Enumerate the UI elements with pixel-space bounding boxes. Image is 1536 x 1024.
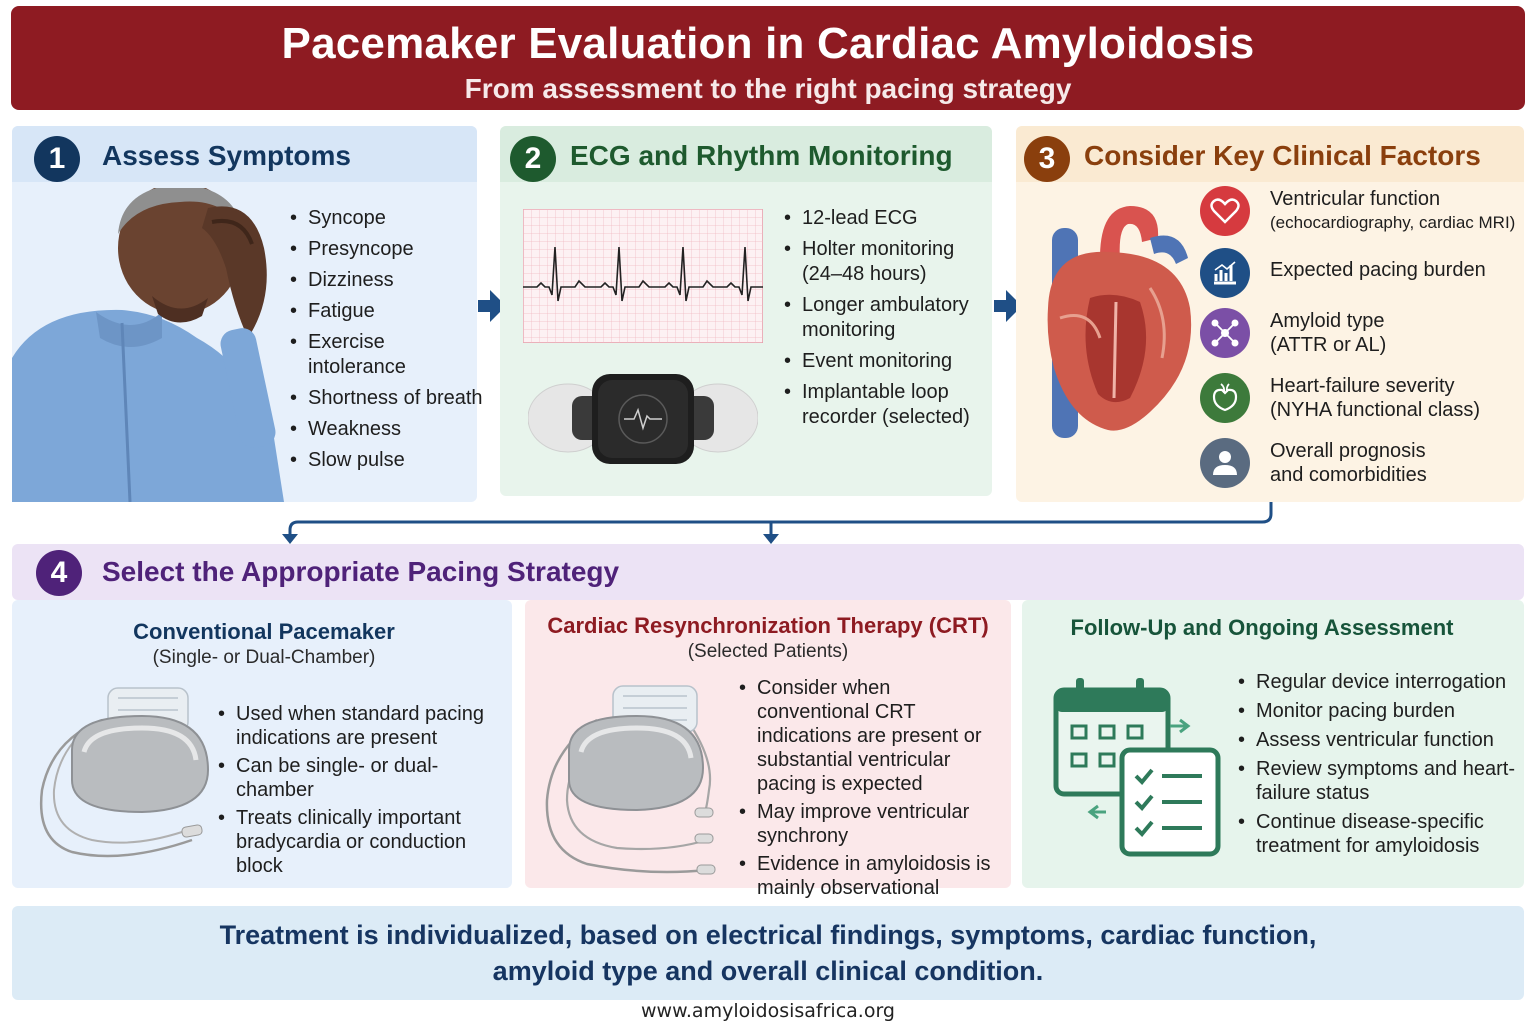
step2-panel: 2 ECG and Rhythm Monitoring 12-lead ECG …	[500, 126, 992, 496]
factor-amyloid-type: Amyloid type (ATTR or AL)	[1200, 306, 1520, 362]
page-subtitle: From assessment to the right pacing stra…	[464, 73, 1072, 104]
list-item: Weakness	[288, 417, 478, 442]
list-item: Event monitoring	[782, 349, 987, 374]
factor-label: Heart-failure severity	[1270, 375, 1455, 397]
follow-up-card: Follow-Up and Ongoing Assessment Regular…	[1022, 600, 1524, 888]
factor-label: Amyloid type	[1270, 310, 1385, 332]
list-item: Presyncope	[288, 237, 478, 262]
summary-line-1: Treatment is individualized, based on el…	[219, 920, 1317, 950]
conventional-list: Used when standard pacing indications ar…	[216, 702, 514, 882]
bar-chart-icon	[1200, 248, 1250, 298]
card-title: Follow-Up and Ongoing Assessment	[1070, 615, 1454, 640]
list-item: Shortness of breath	[288, 386, 483, 411]
conventional-pacemaker-card: Conventional Pacemaker (Single- or Dual-…	[12, 600, 512, 888]
heart-icon	[1200, 186, 1250, 236]
monitoring-list: 12-lead ECG Holter monitoring (24–48 hou…	[782, 206, 987, 436]
summary-line-2: amyloid type and overall clinical condit…	[492, 956, 1044, 986]
step1-header: 1 Assess Symptoms	[12, 126, 477, 182]
step3-number: 3	[1024, 136, 1070, 182]
heart-failure-icon	[1200, 373, 1250, 423]
molecule-icon	[1200, 308, 1250, 358]
list-item: Assess ventricular function	[1236, 728, 1521, 752]
factor-detail: and comorbidities	[1270, 464, 1427, 486]
connector-arrows	[282, 502, 1273, 544]
step3-panel: 3 Consider Key Clinical Factors Ventricu…	[1016, 126, 1524, 502]
crt-card: Cardiac Resynchronization Therapy (CRT) …	[525, 600, 1011, 899]
list-item: Regular device interrogation	[1236, 670, 1521, 694]
factor-detail: (NYHA functional class)	[1270, 399, 1481, 421]
holter-monitor-illustration	[528, 374, 758, 464]
list-item: Exercise intolerance	[288, 330, 478, 380]
summary-banner: Treatment is individualized, based on el…	[12, 906, 1524, 1000]
list-item: Evidence in amyloidosis is mainly observ…	[737, 852, 1007, 900]
page-title: Pacemaker Evaluation in Cardiac Amyloido…	[281, 19, 1255, 68]
list-item: Dizziness	[288, 268, 478, 293]
step4-number: 4	[36, 550, 82, 596]
list-item: Consider when conventional CRT indicatio…	[737, 676, 1007, 796]
step4-title: Select the Appropriate Pacing Strategy	[102, 556, 620, 587]
factor-detail: (echocardiography, cardiac MRI)	[1270, 213, 1516, 232]
list-item: Review symptoms and heart-failure status	[1236, 757, 1521, 805]
factor-detail: (ATTR or AL)	[1270, 334, 1387, 356]
arrow-right-icon	[994, 290, 1022, 322]
step2-title: ECG and Rhythm Monitoring	[570, 140, 953, 171]
card-subtitle: (Single- or Dual-Chamber)	[152, 647, 376, 668]
card-title: Conventional Pacemaker	[133, 619, 395, 644]
step2-header: 2 ECG and Rhythm Monitoring	[500, 126, 992, 182]
list-item: Longer ambulatory monitoring	[782, 293, 987, 343]
card-subtitle: (Selected Patients)	[687, 641, 849, 662]
ecg-strip	[523, 209, 763, 343]
list-item: Can be single- or dual-chamber	[216, 754, 514, 802]
step4-header: 4 Select the Appropriate Pacing Strategy	[12, 544, 1524, 600]
patient-illustration	[12, 188, 284, 502]
symptom-list: Syncope Presyncope Dizziness Fatigue Exe…	[288, 206, 483, 479]
list-item: Implantable loop recorder (selected)	[782, 380, 987, 430]
factor-heart-failure: Heart-failure severity (NYHA functional …	[1200, 371, 1520, 427]
step1-panel: 1 Assess Symptoms Syncope Presyncope Diz…	[12, 126, 483, 502]
factor-ventricular-function: Ventricular function (echocardiography, …	[1200, 184, 1520, 240]
list-item: Holter monitoring (24–48 hours)	[782, 237, 987, 287]
step2-number: 2	[510, 136, 556, 182]
step1-title: Assess Symptoms	[102, 140, 352, 171]
follow-up-list: Regular device interrogation Monitor pac…	[1236, 670, 1521, 863]
header-banner: Pacemaker Evaluation in Cardiac Amyloido…	[11, 6, 1525, 110]
list-item: Slow pulse	[288, 448, 478, 473]
arrow-right-icon	[478, 290, 506, 322]
step3-header: 3 Consider Key Clinical Factors	[1016, 126, 1524, 182]
list-item: Monitor pacing burden	[1236, 699, 1521, 723]
footer-url: www.amyloidosisafrica.org	[641, 1000, 895, 1022]
step3-title: Consider Key Clinical Factors	[1084, 140, 1481, 171]
crt-list: Consider when conventional CRT indicatio…	[737, 676, 1007, 904]
list-item: Syncope	[288, 206, 478, 231]
list-item: Continue disease-specific treatment for …	[1236, 810, 1521, 858]
factor-pacing-burden: Expected pacing burden	[1200, 246, 1520, 302]
pacemaker-device-illustration	[39, 687, 210, 858]
factor-label: Expected pacing burden	[1270, 259, 1486, 281]
factor-prognosis: Overall prognosis and comorbidities	[1200, 436, 1520, 492]
heart-anatomy-illustration	[1047, 206, 1192, 438]
person-icon	[1200, 438, 1250, 488]
factor-label: Ventricular function	[1270, 188, 1441, 210]
step1-number: 1	[34, 136, 80, 182]
list-item: May improve ventricular synchrony	[737, 800, 1007, 848]
crt-device-illustration	[545, 685, 716, 875]
list-item: Fatigue	[288, 299, 478, 324]
card-title: Cardiac Resynchronization Therapy (CRT)	[547, 613, 989, 638]
factor-label: Overall prognosis	[1270, 440, 1426, 462]
calendar-checklist-icon	[1053, 678, 1221, 857]
list-item: Used when standard pacing indications ar…	[216, 702, 514, 750]
list-item: Treats clinically important bradycardia …	[216, 806, 514, 878]
list-item: 12-lead ECG	[782, 206, 987, 231]
